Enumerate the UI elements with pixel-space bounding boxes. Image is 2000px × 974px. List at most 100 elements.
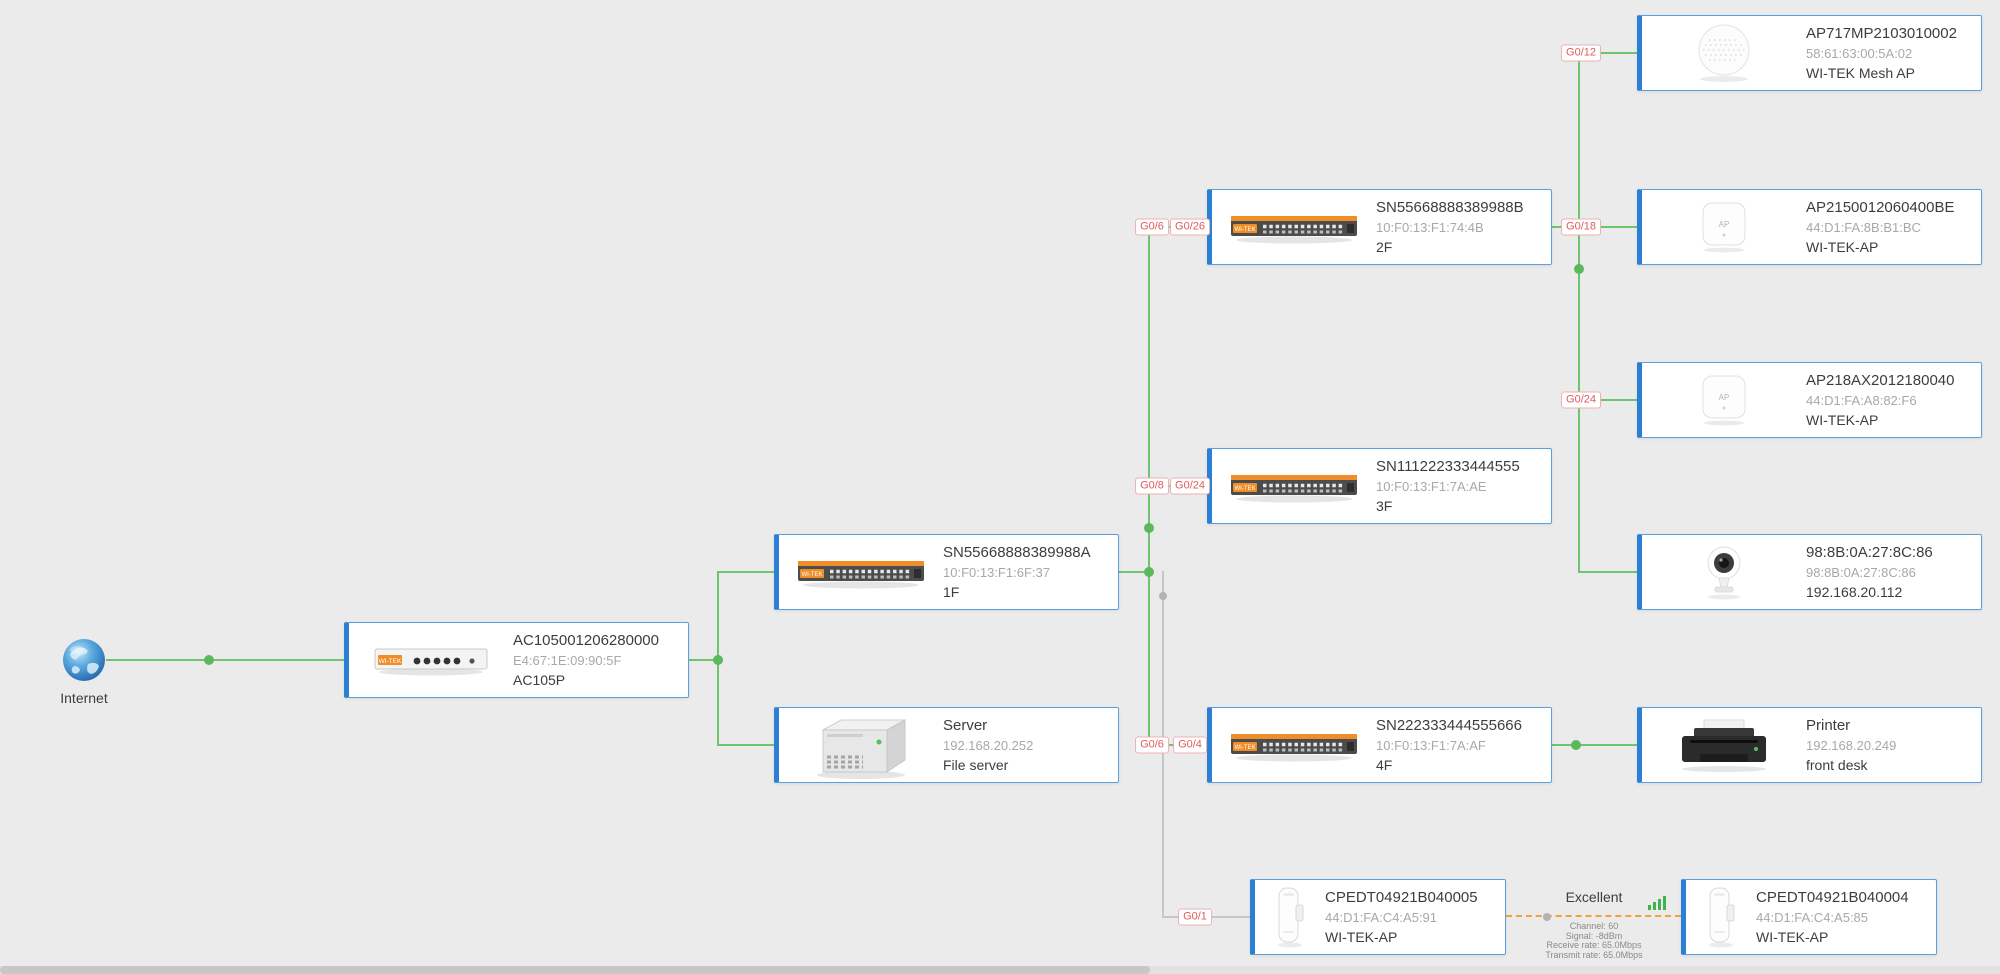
port-badge-ap215: G0/18 <box>1561 218 1601 236</box>
signal-bars-icon <box>1648 896 1666 910</box>
node-title: SN55668888389988B <box>1376 199 1524 216</box>
link-ac-trunk <box>689 659 719 661</box>
svg-text:AP: AP <box>1719 393 1730 402</box>
wireless-link-details: Channel: 60 Signal: -8dBm Receive rate: … <box>1545 921 1643 960</box>
link-status-dot <box>1144 567 1154 577</box>
mesh-ap-image <box>1642 22 1806 84</box>
link-status-dot <box>1571 740 1581 750</box>
port-badge-sw4f-b: G0/4 <box>1173 736 1207 754</box>
node-title: AC105001206280000 <box>513 632 659 649</box>
port-badge-ap717: G0/12 <box>1561 44 1601 62</box>
wireless-receive-rate: Receive rate: 65.0Mbps <box>1546 940 1642 950</box>
link-switch2f-ap215 <box>1578 226 1637 228</box>
node-desc: File server <box>943 757 1009 773</box>
horizontal-scrollbar-thumb[interactable] <box>0 966 1150 974</box>
node-title: CPEDT04921B040004 <box>1756 889 1909 906</box>
link-ac-server <box>718 744 774 746</box>
wireless-channel: Channel: 60 <box>1569 921 1619 931</box>
port-badge-sw4f-a: G0/6 <box>1135 736 1169 754</box>
node-mac: E4:67:1E:09:90:5F <box>513 653 622 668</box>
node-title: SN222333444555666 <box>1376 717 1522 734</box>
svg-text:WI-TEK: WI-TEK <box>802 572 823 578</box>
node-desc: WI-TEK-AP <box>1325 929 1398 945</box>
link-status-dot-offline <box>1543 913 1551 921</box>
svg-text:WI-TEK: WI-TEK <box>379 658 402 665</box>
node-ap-218[interactable]: AP AP218AX2012180040 44:D1:FA:A8:82:F6 W… <box>1637 362 1982 438</box>
ap-image: AP <box>1642 200 1806 254</box>
ap-image: AP <box>1642 373 1806 427</box>
link-status-dot <box>713 655 723 665</box>
port-badge-sw2f-a: G0/6 <box>1135 218 1169 236</box>
node-mac: 44:D1:FA:C4:A5:91 <box>1325 910 1438 925</box>
node-mac: 98:8B:0A:27:8C:86 <box>1806 565 1916 580</box>
port-badge-sw2f-b: G0/26 <box>1170 218 1210 236</box>
node-desc: WI-TEK-AP <box>1806 239 1879 255</box>
node-mac: 44:D1:FA:8B:B1:BC <box>1806 220 1921 235</box>
node-ac105p[interactable]: WI-TEK AC105001206280000 E4:67:1E:09:90:… <box>344 622 689 698</box>
wireless-signal: Signal: -8dBm <box>1565 930 1623 941</box>
link-switch4f-printer <box>1552 744 1637 746</box>
node-switch-1f[interactable]: WI-TEK SN55668888389988A 10:F0:13:F1:6F:… <box>774 534 1119 610</box>
node-switch-3f[interactable]: WI-TEK SN111222333444555 10:F0:13:F1:7A:… <box>1207 448 1552 524</box>
link-internet-ac <box>106 659 344 661</box>
node-desc: 3F <box>1376 498 1393 514</box>
camera-image <box>1642 543 1806 601</box>
wireless-transmit-rate: Transmit rate: 65.0Mbps <box>1545 949 1643 960</box>
node-title: SN55668888389988A <box>943 544 1091 561</box>
node-title: 98:8B:0A:27:8C:86 <box>1806 544 1933 561</box>
switch-image: WI-TEK <box>1212 727 1376 763</box>
link-status-dot-offline <box>1159 592 1167 600</box>
internet-globe-icon <box>60 639 108 688</box>
link-switch2f-camera <box>1578 571 1637 573</box>
cpe-image <box>1255 885 1325 949</box>
node-mac: 10:F0:13:F1:7A:AE <box>1376 479 1487 494</box>
link-switch2f-ap717 <box>1578 52 1637 54</box>
node-mac: 44:D1:FA:A8:82:F6 <box>1806 393 1917 408</box>
node-desc: front desk <box>1806 757 1868 773</box>
svg-text:WI-TEK: WI-TEK <box>1235 227 1256 233</box>
horizontal-scrollbar-track[interactable] <box>0 966 2000 974</box>
svg-text:AP: AP <box>1719 220 1730 229</box>
node-title: AP218AX2012180040 <box>1806 372 1955 389</box>
node-ip: 192.168.20.252 <box>943 738 1034 753</box>
node-mac: 10:F0:13:F1:7A:AF <box>1376 738 1486 753</box>
wireless-link-cpe5-cpe4 <box>1506 915 1681 917</box>
node-ip: 192.168.20.112 <box>1806 584 1903 600</box>
link-ac-switch1f <box>718 571 774 573</box>
node-desc: WI-TEK Mesh AP <box>1806 65 1915 81</box>
node-desc: WI-TEK-AP <box>1756 929 1829 945</box>
port-badge-ap218: G0/24 <box>1561 391 1601 409</box>
node-server[interactable]: Server 192.168.20.252 File server <box>774 707 1119 783</box>
node-title: Server <box>943 717 988 734</box>
node-camera[interactable]: 98:8B:0A:27:8C:86 98:8B:0A:27:8C:86 192.… <box>1637 534 1982 610</box>
node-switch-4f[interactable]: WI-TEK SN222333444555666 10:F0:13:F1:7A:… <box>1207 707 1552 783</box>
node-printer[interactable]: Printer 192.168.20.249 front desk <box>1637 707 1982 783</box>
node-cpe-040004[interactable]: CPEDT04921B040004 44:D1:FA:C4:A5:85 WI-T… <box>1681 879 1937 955</box>
node-desc: 4F <box>1376 757 1393 773</box>
node-title: AP717MP2103010002 <box>1806 25 1957 42</box>
node-ap-215[interactable]: AP AP2150012060400BE 44:D1:FA:8B:B1:BC W… <box>1637 189 1982 265</box>
node-switch-2f[interactable]: WI-TEK SN55668888389988B 10:F0:13:F1:74:… <box>1207 189 1552 265</box>
switch-image: WI-TEK <box>779 554 943 590</box>
node-mesh-ap-717[interactable]: AP717MP2103010002 58:61:63:00:5A:02 WI-T… <box>1637 15 1982 91</box>
node-mac: 58:61:63:00:5A:02 <box>1806 46 1913 61</box>
internet-node[interactable] <box>60 636 108 689</box>
router-image: WI-TEK <box>349 643 513 677</box>
node-cpe-040005[interactable]: CPEDT04921B040005 44:D1:FA:C4:A5:91 WI-T… <box>1250 879 1506 955</box>
node-title: Printer <box>1806 717 1851 734</box>
node-mac: 10:F0:13:F1:74:4B <box>1376 220 1484 235</box>
link-status-dot <box>204 655 214 665</box>
node-desc: 1F <box>943 584 960 600</box>
port-badge-cpe: G0/1 <box>1178 908 1212 926</box>
link-status-dot <box>1574 264 1584 274</box>
node-desc: WI-TEK-AP <box>1806 412 1879 428</box>
trunk-switch2f-vertical <box>1578 52 1580 573</box>
link-switch2f-ap218 <box>1578 399 1637 401</box>
node-title: SN111222333444555 <box>1376 458 1520 475</box>
node-desc: 2F <box>1376 239 1393 255</box>
switch-image: WI-TEK <box>1212 468 1376 504</box>
node-mac: 10:F0:13:F1:6F:37 <box>943 565 1050 580</box>
server-image <box>779 710 943 780</box>
node-title: AP2150012060400BE <box>1806 199 1955 216</box>
